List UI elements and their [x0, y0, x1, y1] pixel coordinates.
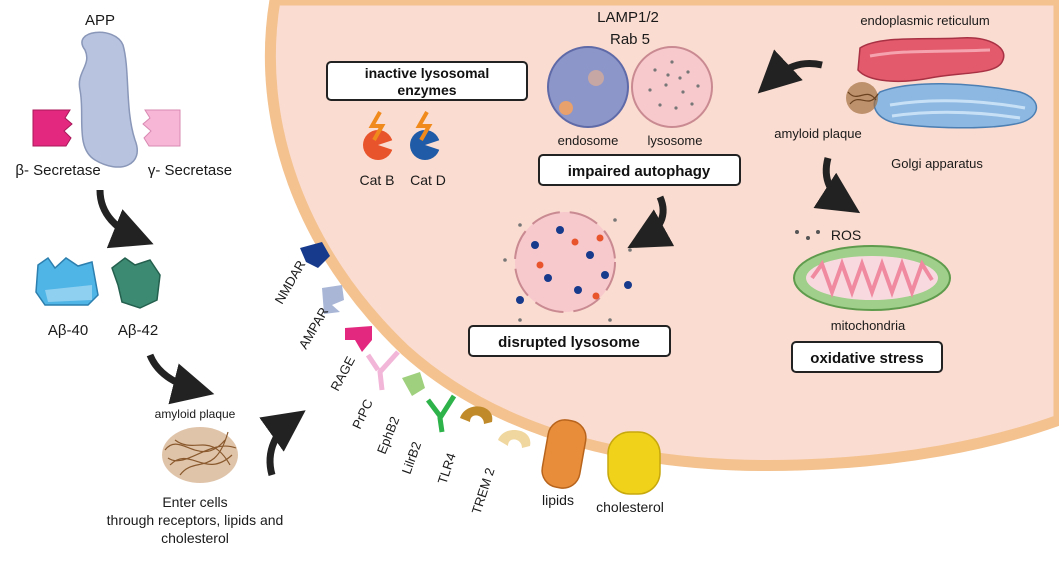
cat-b-label: Cat B: [359, 172, 394, 188]
lilrb2-label: LilrB2: [399, 440, 424, 476]
lipids-label: lipids: [542, 492, 574, 508]
disrupted-lysosome-icon: [503, 211, 632, 322]
disrupted-lysosome-box: disrupted lysosome: [468, 325, 671, 357]
rage-label: RAGE: [327, 354, 358, 394]
ros-label: ROS: [831, 227, 861, 243]
arrow-to-mitochondria: [813, 157, 861, 214]
gamma-secretase-icon: [142, 109, 181, 147]
arrow-to-abeta: [96, 189, 154, 249]
lysosome-icon: [631, 46, 713, 128]
ros-dots-icon: [795, 230, 820, 240]
oxidative-stress-label: oxidative stress: [810, 350, 923, 367]
impaired-autophagy-label: impaired autophagy: [568, 163, 711, 180]
lysosome-label: lysosome: [648, 133, 703, 148]
amyloid-plaque-right-label: amyloid plaque: [774, 126, 861, 141]
cat-d-icon: [410, 111, 440, 160]
inactive-enzymes-line-1: inactive lysosomal: [365, 65, 490, 81]
arrow-to-plaque: [146, 353, 215, 405]
trem2-icon: [498, 429, 531, 448]
tlr4-label: TLR4: [435, 451, 459, 486]
cholesterol-label: cholesterol: [596, 499, 664, 515]
nmdar-icon: [300, 242, 330, 268]
tlr4-icon: [460, 406, 493, 424]
mitochondria-icon: [793, 245, 951, 311]
mitochondria-label: mitochondria: [831, 318, 906, 333]
rab5-label: Rab 5: [610, 31, 650, 48]
rage-icon: [345, 326, 372, 352]
endosome-icon: [547, 46, 629, 128]
arrow-er-to-lysosome: [757, 49, 823, 94]
endoplasmic-reticulum-icon: [857, 37, 1005, 83]
beta-secretase-icon: [32, 109, 73, 147]
lipids-icon: [541, 419, 587, 489]
abeta40-icon: [35, 256, 99, 306]
gamma-secretase-label: γ- Secretase: [148, 162, 232, 179]
ampar-label: AMPAR: [296, 305, 332, 352]
golgi-label: Golgi apparatus: [891, 156, 983, 171]
abeta42-icon: [111, 257, 161, 309]
impaired-autophagy-box: impaired autophagy: [538, 154, 741, 186]
lamp-label: LAMP1/2: [597, 9, 659, 26]
inactive-enzymes-line-2: enzymes: [397, 82, 456, 98]
ephb2-label: EphB2: [374, 414, 403, 456]
cholesterol-icon: [607, 431, 661, 495]
enter-cells-line-3: cholesterol: [161, 530, 229, 546]
inactive-enzymes-box: inactive lysosomal enzymes: [326, 61, 528, 101]
er-label: endoplasmic reticulum: [860, 13, 989, 28]
prpc-label: PrPC: [349, 397, 376, 431]
golgi-apparatus-icon: [873, 83, 1038, 129]
abeta40-label: Aβ-40: [48, 322, 88, 339]
abeta42-label: Aβ-42: [118, 322, 158, 339]
app-label: APP: [85, 12, 115, 29]
amyloid-plaque-left-label: amyloid plaque: [155, 407, 236, 421]
lilrb2-icon: [426, 394, 457, 433]
arrow-into-cell: [259, 410, 306, 476]
enter-cells-line-2: through receptors, lipids and: [107, 512, 284, 528]
disrupted-lysosome-label: disrupted lysosome: [498, 334, 640, 351]
nmdar-label: NMDAR: [272, 258, 309, 307]
prpc-icon: [365, 350, 400, 391]
arrow-to-disrupted-lysosome: [627, 195, 675, 249]
beta-secretase-label: β- Secretase: [15, 162, 100, 179]
enter-cells-line-1: Enter cells: [162, 494, 227, 510]
app-protein-icon: [78, 31, 138, 168]
oxidative-stress-box: oxidative stress: [791, 341, 943, 373]
ephb2-icon: [402, 372, 425, 396]
trem2-label: TREM 2: [469, 466, 498, 516]
cat-d-label: Cat D: [410, 172, 446, 188]
endosome-label: endosome: [558, 133, 619, 148]
amyloid-plaque-small-icon: [846, 82, 879, 114]
ampar-icon: [322, 285, 344, 314]
amyloid-plaque-icon: [162, 427, 238, 483]
cat-b-icon: [363, 111, 393, 160]
